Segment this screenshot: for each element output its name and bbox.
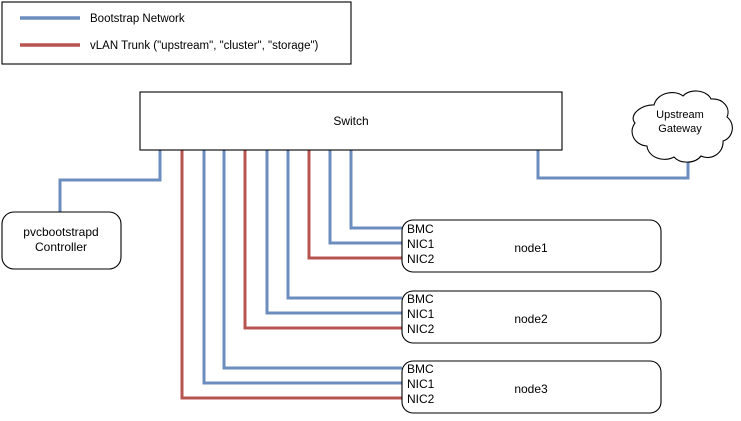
switch-box[interactable] bbox=[139, 91, 563, 151]
controller-node[interactable]: pvcbootstrapd Controller bbox=[1, 211, 122, 270]
node2-box[interactable] bbox=[401, 290, 662, 344]
wire-switch-to-node3-nic1 bbox=[202, 150, 402, 385]
node2-port-nic1: NIC1 bbox=[407, 307, 435, 321]
controller-box[interactable] bbox=[1, 211, 122, 270]
node1-port-nic1: NIC1 bbox=[407, 237, 435, 251]
node3-box[interactable] bbox=[401, 360, 662, 414]
node-box-node2[interactable]: BMC NIC1 NIC2 node2 bbox=[401, 290, 662, 344]
gateway-label-line1: Upstream bbox=[656, 109, 704, 121]
node3-port-nic2: NIC2 bbox=[407, 392, 435, 406]
controller-label-line1: pvcbootstrapd bbox=[23, 225, 98, 239]
gateway-label-line2: Gateway bbox=[658, 123, 702, 135]
node2-port-nic2: NIC2 bbox=[407, 322, 435, 336]
wire-group bbox=[58, 150, 690, 400]
wire-switch-to-node2-bmc bbox=[286, 150, 402, 300]
node1-box[interactable] bbox=[401, 219, 662, 273]
wire-switch-to-node1-bmc bbox=[349, 150, 402, 230]
legend-label-bootstrap-network: Bootstrap Network bbox=[90, 13, 185, 25]
wire-switch-to-node3-bmc bbox=[222, 150, 402, 370]
node2-port-bmc: BMC bbox=[407, 292, 434, 306]
legend-item-bootstrap-network: Bootstrap Network bbox=[20, 13, 185, 25]
node2-label: node2 bbox=[514, 312, 548, 326]
node-box-node3[interactable]: BMC NIC1 NIC2 node3 bbox=[401, 360, 662, 414]
node3-port-nic1: NIC1 bbox=[407, 377, 435, 391]
controller-label-line2: Controller bbox=[35, 240, 87, 254]
cloud-icon bbox=[631, 90, 733, 163]
switch-node[interactable]: Switch bbox=[139, 91, 563, 151]
switch-label: Switch bbox=[333, 114, 368, 128]
legend-item-vlan-trunk: vLAN Trunk ("upstream", "cluster", "stor… bbox=[20, 40, 319, 52]
upstream-gateway-node[interactable]: Upstream Gateway bbox=[631, 90, 733, 163]
legend: Bootstrap Network vLAN Trunk ("upstream"… bbox=[1, 1, 352, 65]
wire-switch-to-node3-nic2 bbox=[180, 150, 402, 400]
wire-switch-to-node2-nic1 bbox=[265, 150, 402, 315]
wire-switch-to-node1-nic2 bbox=[307, 150, 402, 260]
wire-switch-to-node2-nic2 bbox=[243, 150, 402, 330]
wire-switch-to-upstream-gateway bbox=[536, 150, 690, 180]
wire-switch-to-controller bbox=[58, 150, 162, 212]
node-box-node1[interactable]: BMC NIC1 NIC2 node1 bbox=[401, 219, 662, 273]
node1-port-bmc: BMC bbox=[407, 222, 434, 236]
node3-label: node3 bbox=[514, 382, 548, 396]
node3-port-bmc: BMC bbox=[407, 362, 434, 376]
node1-label: node1 bbox=[514, 241, 548, 255]
legend-label-vlan-trunk: vLAN Trunk ("upstream", "cluster", "stor… bbox=[90, 40, 319, 52]
node1-port-nic2: NIC2 bbox=[407, 252, 435, 266]
wire-switch-to-node1-nic1 bbox=[328, 150, 402, 245]
legend-box bbox=[1, 1, 352, 65]
